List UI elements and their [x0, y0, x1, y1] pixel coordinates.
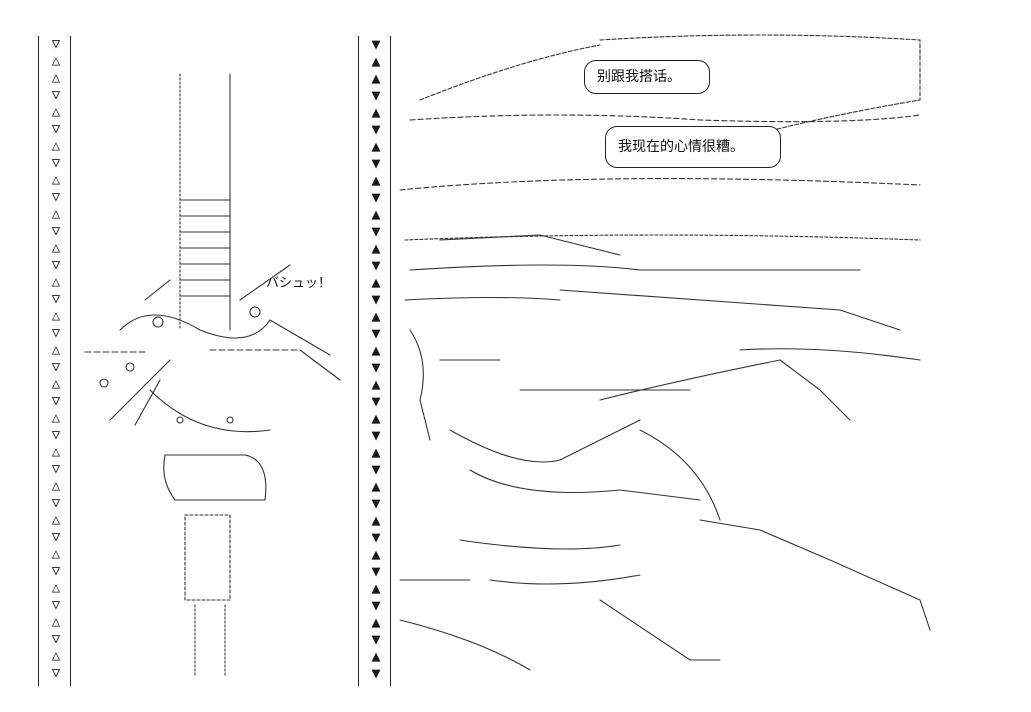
- right-triangle-mark: ▲: [371, 137, 381, 155]
- right-triangle-mark: ▼: [371, 86, 381, 104]
- left-triangle-mark: △: [51, 410, 61, 426]
- left-triangle-mark: △: [51, 70, 61, 86]
- right-triangle-mark: ▲: [371, 375, 381, 393]
- left-triangle-border: ▽△△▽△▽△▽△▽△▽△▽△▽△▽△▽△▽△▽△▽△▽△▽△▽△▽△▽△▽: [36, 36, 76, 686]
- left-triangle-mark: ▽: [51, 36, 61, 52]
- left-triangle-mark: △: [51, 308, 61, 324]
- left-triangle-mark: △: [51, 580, 61, 596]
- left-triangle-mark: △: [51, 53, 61, 69]
- left-triangle-mark: ▽: [51, 563, 61, 579]
- left-triangle-mark: △: [51, 342, 61, 358]
- right-triangle-mark: ▲: [371, 443, 381, 461]
- left-triangle-mark: △: [51, 172, 61, 188]
- right-triangle-mark: ▼: [371, 528, 381, 546]
- right-triangle-mark: ▲: [371, 477, 381, 495]
- right-triangle-mark: ▼: [371, 596, 381, 614]
- right-triangle-mark: ▲: [371, 341, 381, 359]
- left-triangle-mark: ▽: [51, 631, 61, 647]
- right-triangle-border: ▼▲▲▼▲▼▲▼▲▼▲▼▲▼▲▼▲▼▲▼▲▼▲▼▲▼▲▼▲▼▲▼▲▼▲▼▲▼: [356, 36, 396, 686]
- left-triangle-mark: △: [51, 274, 61, 290]
- left-triangle-mark: △: [51, 240, 61, 256]
- right-triangle-mark: ▼: [371, 426, 381, 444]
- left-triangle-mark: ▽: [51, 495, 61, 511]
- left-triangle-mark: ▽: [51, 257, 61, 273]
- left-triangle-mark: △: [51, 648, 61, 664]
- left-triangle-mark: ▽: [51, 529, 61, 545]
- left-triangle-mark: ▽: [51, 223, 61, 239]
- left-triangle-mark: ▽: [51, 393, 61, 409]
- right-triangle-mark: ▼: [371, 324, 381, 342]
- right-triangle-mark: ▲: [371, 511, 381, 529]
- right-triangle-mark: ▲: [371, 273, 381, 291]
- right-triangle-mark: ▼: [371, 358, 381, 376]
- left-triangle-mark: △: [51, 614, 61, 630]
- right-triangle-mark: ▲: [371, 239, 381, 257]
- right-triangle-mark: ▲: [371, 613, 381, 631]
- right-triangle-mark: ▼: [371, 35, 381, 53]
- left-triangle-mark: △: [51, 546, 61, 562]
- right-triangle-mark: ▼: [371, 188, 381, 206]
- right-triangle-mark: ▼: [371, 392, 381, 410]
- right-border-line: [390, 36, 391, 686]
- left-triangle-mark: △: [51, 376, 61, 392]
- speech-bubble-second: 我现在的心情很糟。: [605, 126, 781, 168]
- left-triangle-mark: ▽: [51, 155, 61, 171]
- left-border-line: [38, 36, 39, 686]
- left-triangle-mark: △: [51, 512, 61, 528]
- right-triangle-mark: ▲: [371, 307, 381, 325]
- left-triangle-mark: △: [51, 104, 61, 120]
- hooded-figure: [399, 34, 931, 671]
- right-triangle-mark: ▼: [371, 460, 381, 478]
- left-triangle-mark: ▽: [51, 291, 61, 307]
- right-triangle-mark: ▲: [371, 171, 381, 189]
- right-triangle-mark: ▼: [371, 664, 381, 682]
- left-triangle-mark: △: [51, 138, 61, 154]
- bottle-figure: [84, 73, 341, 676]
- left-triangle-mark: △: [51, 478, 61, 494]
- right-triangle-mark: ▼: [371, 290, 381, 308]
- right-triangle-mark: ▲: [371, 579, 381, 597]
- right-triangle-mark: ▼: [371, 256, 381, 274]
- left-triangle-mark: ▽: [51, 325, 61, 341]
- right-triangle-mark: ▼: [371, 562, 381, 580]
- left-triangle-mark: ▽: [51, 189, 61, 205]
- right-triangle-mark: ▼: [371, 494, 381, 512]
- left-triangle-mark: △: [51, 206, 61, 222]
- right-triangle-mark: ▲: [371, 647, 381, 665]
- left-triangle-mark: ▽: [51, 665, 61, 681]
- splash-sound-effect: バシュッ！: [266, 276, 332, 291]
- left-triangle-mark: ▽: [51, 597, 61, 613]
- left-triangle-mark: △: [51, 444, 61, 460]
- right-border-line: [358, 36, 359, 686]
- left-border-line: [70, 36, 71, 686]
- right-triangle-mark: ▲: [371, 409, 381, 427]
- right-triangle-mark: ▲: [371, 103, 381, 121]
- right-triangle-mark: ▼: [371, 154, 381, 172]
- right-triangle-mark: ▼: [371, 630, 381, 648]
- right-triangle-mark: ▼: [371, 120, 381, 138]
- left-triangle-mark: ▽: [51, 427, 61, 443]
- left-triangle-mark: ▽: [51, 359, 61, 375]
- right-triangle-mark: ▲: [371, 545, 381, 563]
- right-triangle-mark: ▲: [371, 52, 381, 70]
- speech-bubble-first: 别跟我搭话。: [584, 60, 710, 94]
- right-triangle-mark: ▼: [371, 222, 381, 240]
- left-triangle-mark: ▽: [51, 461, 61, 477]
- right-triangle-mark: ▲: [371, 69, 381, 87]
- left-triangle-mark: ▽: [51, 121, 61, 137]
- right-triangle-mark: ▲: [371, 205, 381, 223]
- left-triangle-mark: ▽: [51, 87, 61, 103]
